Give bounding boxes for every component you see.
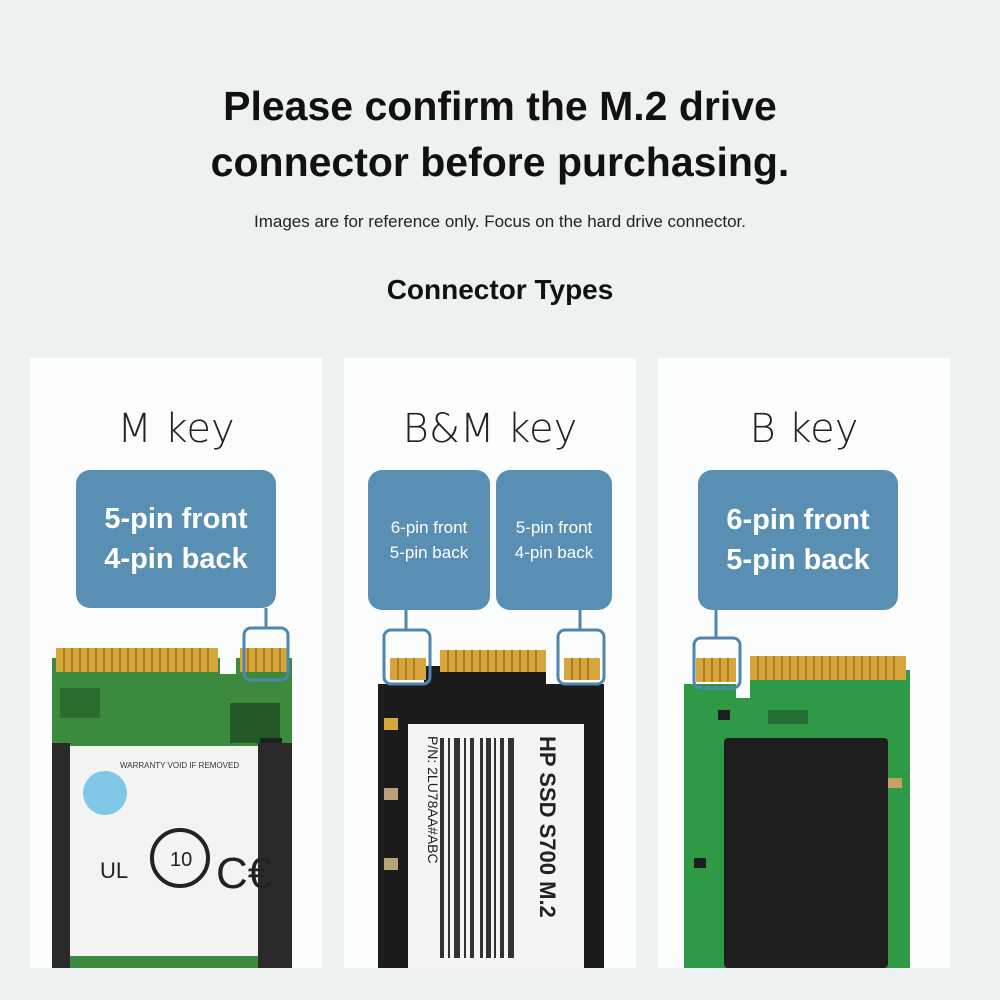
panel-b-key: B key 6-pin front 5-pin back (658, 358, 950, 968)
svg-text:HP SSD S700 M.2: HP SSD S700 M.2 (535, 736, 560, 918)
panel-m-key: WARRANTY VOID IF REMOVED 10 C€ UL M key … (30, 358, 322, 968)
reference-note: Images are for reference only. Focus on … (253, 212, 746, 231)
b-key-pin-callout: 6-pin front 5-pin back (698, 470, 898, 610)
bm-key-gold-fingers (390, 650, 600, 680)
svg-text:C€: C€ (216, 849, 272, 898)
svg-text:10: 10 (170, 849, 192, 871)
m-key-drive-illustration: WARRANTY VOID IF REMOVED 10 C€ UL (52, 608, 292, 968)
panel-title-m-key: M key (117, 406, 235, 452)
svg-text:UL: UL (100, 858, 128, 883)
bm-key-m-side-pin-back: 4-pin back (514, 543, 594, 562)
bm-key-b-side-pin-back: 5-pin back (389, 543, 469, 562)
panel-title-bm-key: B&M key (402, 406, 578, 452)
headline-line-2: connector before purchasing. (210, 139, 790, 185)
section-title: Connector Types (386, 274, 614, 305)
panel-bm-key: HP SSD S700 M.2 P/N: 2LU78AA#ABC B&M key… (344, 358, 636, 968)
bm-key-m-side-callout: 5-pin front 4-pin back (496, 470, 612, 610)
b-key-pin-back: 5-pin back (726, 544, 870, 576)
bm-key-b-side-callout: 6-pin front 5-pin back (368, 470, 490, 610)
m-key-pin-callout: 5-pin front 4-pin back (76, 470, 276, 608)
headline: Please confirm the M.2 drive connector b… (0, 78, 1000, 190)
bm-key-drive-illustration: HP SSD S700 M.2 P/N: 2LU78AA#ABC (378, 610, 606, 968)
b-key-drive-illustration (684, 610, 910, 968)
m-key-pin-back: 4-pin back (104, 543, 248, 575)
bm-key-m-side-pin-front: 5-pin front (515, 518, 593, 537)
m-key-pin-front: 5-pin front (104, 503, 248, 535)
bm-key-b-side-pin-front: 6-pin front (390, 518, 468, 537)
b-key-controller-chip (724, 738, 888, 968)
b-key-pin-front: 6-pin front (726, 504, 870, 536)
m-key-gold-fingers (56, 648, 288, 672)
b-key-gold-fingers (696, 656, 906, 682)
svg-text:WARRANTY VOID IF REMOVED: WARRANTY VOID IF REMOVED (120, 761, 239, 770)
panel-title-b-key: B key (749, 406, 859, 452)
svg-text:P/N: 2LU78AA#ABC: P/N: 2LU78AA#ABC (425, 736, 441, 864)
headline-line-1: Please confirm the M.2 drive (223, 83, 777, 129)
